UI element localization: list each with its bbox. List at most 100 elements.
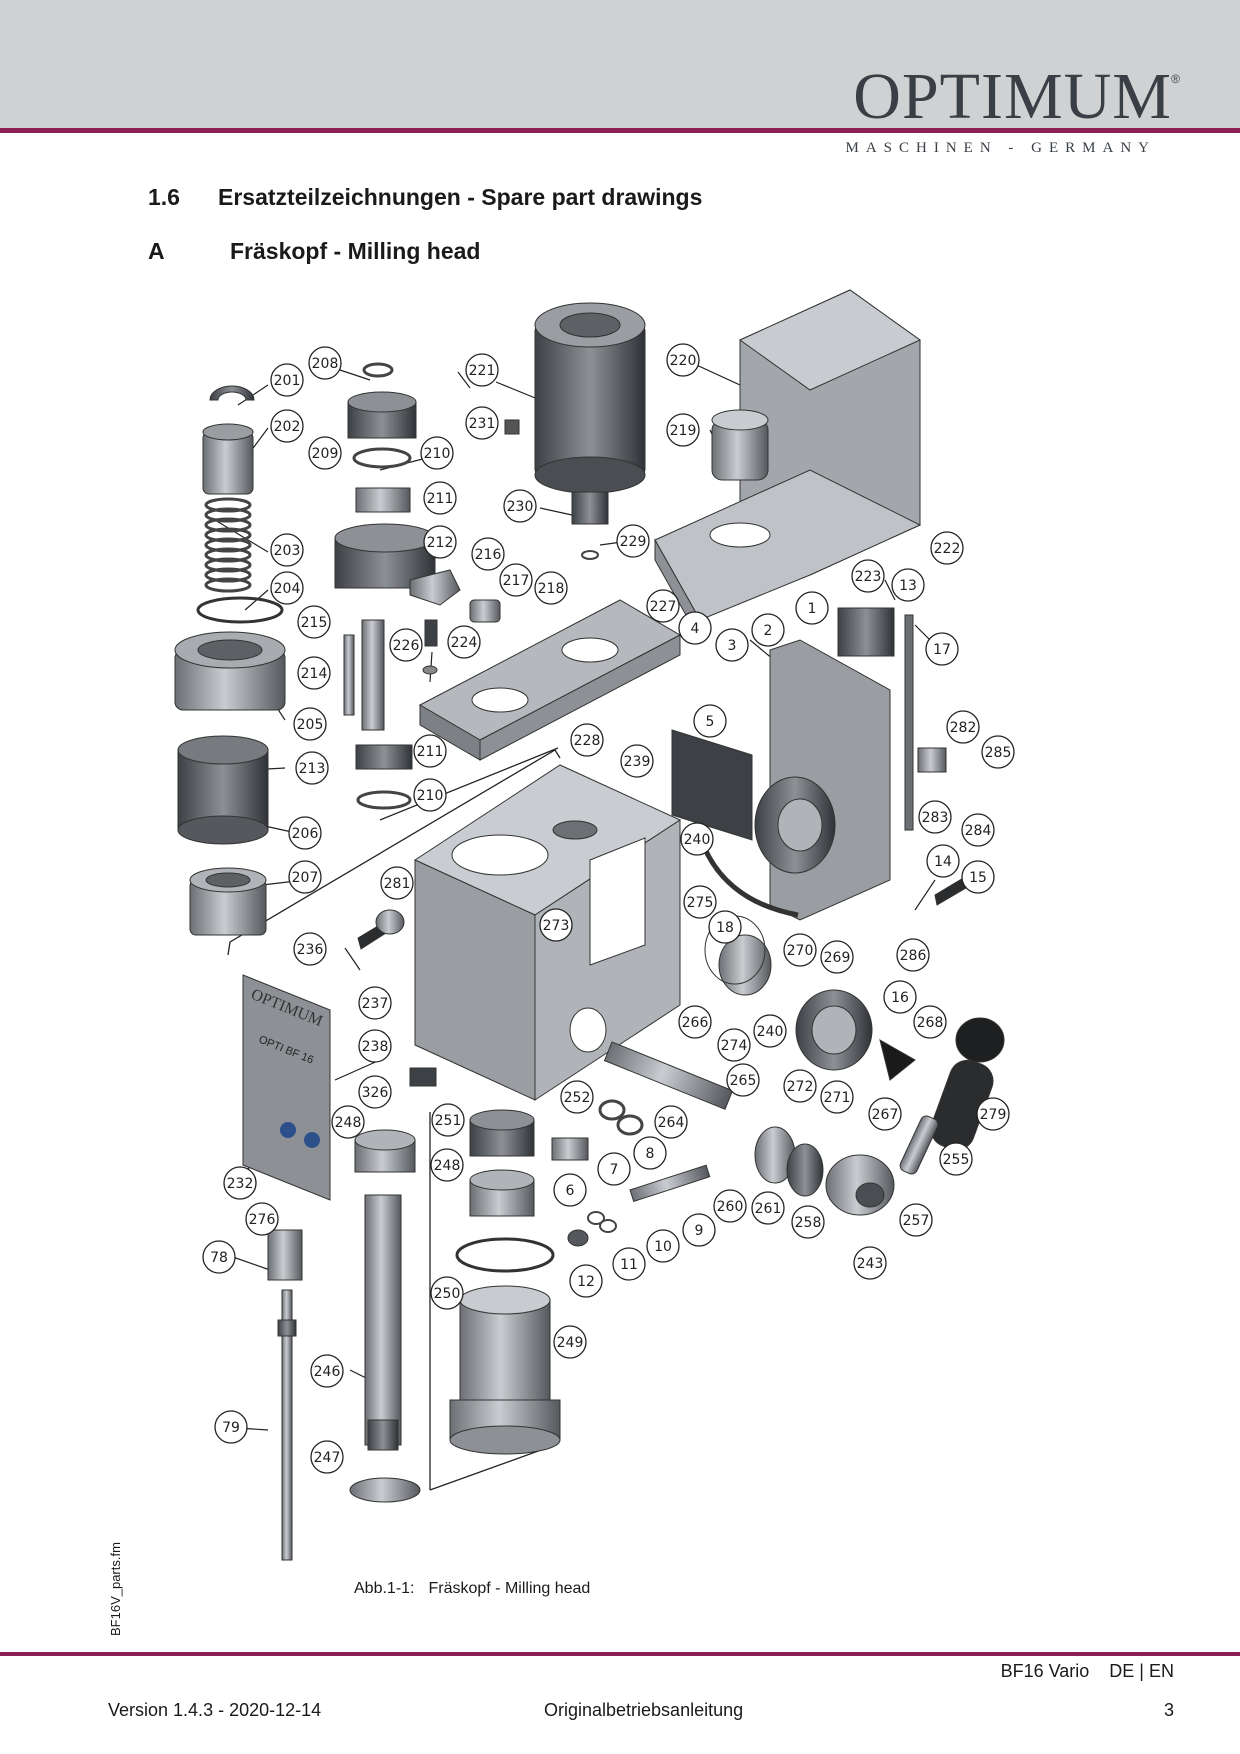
- callout-248: 248: [331, 1105, 365, 1139]
- svg-text:237: 237: [362, 996, 389, 1012]
- svg-text:218: 218: [538, 581, 565, 597]
- footer-model: BF16 Vario DE | EN: [1000, 1661, 1174, 1681]
- front-plate-right: [754, 607, 947, 921]
- callout-15: 15: [961, 860, 995, 894]
- callout-224: 224: [447, 625, 481, 659]
- callout-269: 269: [820, 940, 854, 974]
- callout-208: 208: [308, 346, 342, 380]
- callouts: 201 208 202 209 210 211 212 203 204 215 …: [202, 343, 1015, 1474]
- callout-207: 207: [288, 860, 322, 894]
- callout-8: 8: [633, 1136, 667, 1170]
- callout-206: 206: [288, 816, 322, 850]
- callout-250: 250: [430, 1276, 464, 1310]
- callout-274: 274: [717, 1028, 751, 1062]
- svg-text:285: 285: [985, 745, 1012, 761]
- head-housing: [413, 764, 682, 1101]
- svg-text:8: 8: [646, 1146, 655, 1162]
- svg-text:261: 261: [755, 1201, 782, 1217]
- svg-text:239: 239: [624, 754, 651, 770]
- svg-text:230: 230: [507, 499, 534, 515]
- svg-text:240: 240: [684, 832, 711, 848]
- svg-text:203: 203: [274, 543, 301, 559]
- callout-231: 231: [465, 406, 499, 440]
- callout-7: 7: [597, 1152, 631, 1186]
- svg-text:12: 12: [577, 1274, 595, 1290]
- callout-9: 9: [682, 1213, 716, 1247]
- svg-text:258: 258: [795, 1215, 822, 1231]
- svg-text:14: 14: [934, 854, 952, 870]
- svg-text:246: 246: [314, 1364, 341, 1380]
- callout-210: 210: [420, 436, 454, 470]
- callout-204: 204: [270, 571, 304, 605]
- svg-text:286: 286: [900, 948, 927, 964]
- spindle-shaft-center: [334, 362, 501, 810]
- callout-229: 229: [616, 524, 650, 558]
- svg-text:247: 247: [314, 1450, 341, 1466]
- callout-247: 247: [310, 1440, 344, 1474]
- callout-240b: 240: [753, 1014, 787, 1048]
- callout-228: 228: [570, 723, 604, 757]
- svg-text:209: 209: [312, 446, 339, 462]
- svg-text:78: 78: [210, 1250, 228, 1266]
- callout-11: 11: [612, 1247, 646, 1281]
- svg-text:13: 13: [899, 578, 917, 594]
- svg-text:208: 208: [312, 356, 339, 372]
- depth-rod: [267, 1229, 303, 1561]
- spindle-stack-left: [174, 385, 286, 936]
- svg-text:282: 282: [950, 720, 977, 736]
- svg-text:5: 5: [706, 714, 715, 730]
- frame-lines: [227, 747, 561, 1491]
- svg-text:269: 269: [824, 950, 851, 966]
- callout-14: 14: [926, 844, 960, 878]
- callout-78: 78: [202, 1240, 236, 1274]
- callout-210b: 210: [413, 778, 447, 812]
- figure-caption-label: Abb.1-1:: [354, 1580, 415, 1597]
- callout-239: 239: [620, 744, 654, 778]
- svg-text:226: 226: [393, 638, 420, 654]
- callout-4: 4: [678, 611, 712, 645]
- callout-240: 240: [680, 822, 714, 856]
- callout-276: 276: [245, 1202, 279, 1236]
- header-rule: [0, 128, 1240, 133]
- svg-text:240: 240: [757, 1024, 784, 1040]
- subsection-title: Fräskopf - Milling head: [230, 238, 481, 264]
- svg-text:215: 215: [301, 615, 328, 631]
- svg-text:213: 213: [299, 761, 326, 777]
- svg-text:1: 1: [808, 601, 817, 617]
- motor-bracket: [654, 289, 922, 642]
- callout-3: 3: [715, 628, 749, 662]
- svg-text:216: 216: [475, 547, 502, 563]
- footer-rule: [0, 1652, 1240, 1656]
- callout-264: 264: [654, 1105, 688, 1139]
- callout-273: 273: [539, 908, 573, 942]
- page-number: 3: [1163, 1700, 1174, 1720]
- svg-text:255: 255: [943, 1152, 970, 1168]
- svg-text:202: 202: [274, 419, 301, 435]
- svg-text:274: 274: [721, 1038, 748, 1054]
- callout-275: 275: [683, 885, 717, 919]
- svg-text:205: 205: [297, 717, 324, 733]
- callout-211: 211: [423, 481, 457, 515]
- svg-text:264: 264: [658, 1115, 685, 1131]
- callout-209: 209: [308, 436, 342, 470]
- svg-text:273: 273: [543, 918, 570, 934]
- footer-version: Version 1.4.3 - 2020-12-14: [108, 1700, 322, 1720]
- svg-text:236: 236: [297, 942, 324, 958]
- svg-text:248: 248: [335, 1115, 362, 1131]
- callout-16: 16: [883, 980, 917, 1014]
- callout-79: 79: [214, 1410, 248, 1444]
- svg-text:272: 272: [787, 1079, 814, 1095]
- callout-268: 268: [913, 1005, 947, 1039]
- callout-227: 227: [646, 589, 680, 623]
- footer-document-type: Originalbetriebsanleitung: [544, 1700, 744, 1720]
- svg-text:221: 221: [469, 363, 496, 379]
- callout-249: 249: [553, 1325, 587, 1359]
- svg-text:4: 4: [691, 621, 700, 637]
- svg-text:7: 7: [610, 1162, 619, 1178]
- svg-text:248: 248: [434, 1158, 461, 1174]
- callout-219: 219: [666, 413, 700, 447]
- callout-248b: 248: [430, 1148, 464, 1182]
- svg-text:212: 212: [427, 535, 454, 551]
- svg-text:222: 222: [934, 541, 961, 557]
